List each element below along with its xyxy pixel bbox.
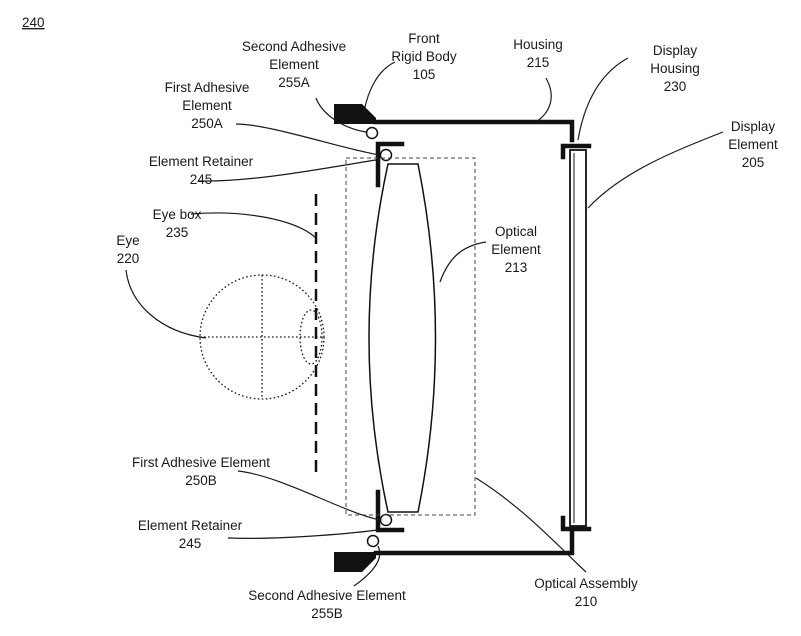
second-adhesive-element-255a bbox=[365, 126, 379, 140]
label-line: 230 bbox=[664, 79, 687, 94]
label-second-adhesive-255b: Second Adhesive Element 255B bbox=[248, 588, 406, 621]
leader-second-adhesive-255b bbox=[353, 545, 381, 587]
display-housing-top bbox=[560, 143, 592, 160]
label-line: 105 bbox=[413, 67, 436, 82]
second-adhesive-element-255b bbox=[366, 534, 380, 548]
label-display-element: Display Element 205 bbox=[728, 119, 778, 170]
label-line: 220 bbox=[117, 251, 140, 266]
label-second-adhesive-255a: Second Adhesive Element 255A bbox=[242, 39, 346, 90]
first-adhesive-element-250a bbox=[379, 148, 393, 162]
element-retainer-top bbox=[375, 141, 405, 188]
leader-eye-box bbox=[190, 212, 317, 239]
leader-display-element bbox=[587, 131, 724, 209]
eye-drawing bbox=[199, 274, 325, 400]
label-front-rigid-body: Front Rigid Body 105 bbox=[391, 31, 457, 82]
leader-optical-assembly bbox=[475, 477, 587, 573]
label-line: Element bbox=[728, 137, 778, 152]
leader-front-rigid-body bbox=[363, 61, 396, 113]
label-line: Element Retainer bbox=[138, 518, 243, 533]
label-line: Housing bbox=[650, 61, 700, 76]
label-line: Rigid Body bbox=[391, 49, 457, 64]
label-eye-box: Eye box 235 bbox=[153, 207, 202, 240]
label-line: 210 bbox=[575, 594, 598, 609]
label-first-adhesive-250a: First Adhesive Element 250A bbox=[165, 80, 250, 131]
label-eye: Eye 220 bbox=[116, 233, 139, 266]
label-line: 215 bbox=[527, 55, 550, 70]
label-element-retainer-top: Element Retainer 245 bbox=[149, 154, 254, 187]
leader-second-adhesive-255a bbox=[315, 97, 367, 133]
label-line: Element bbox=[269, 57, 319, 72]
leader-optical-element bbox=[439, 241, 487, 283]
first-adhesive-element-250b bbox=[379, 513, 393, 527]
eye-lens bbox=[299, 309, 323, 365]
housing-bottom bbox=[373, 530, 575, 556]
label-line: Optical bbox=[495, 224, 537, 239]
figure-number: 240 bbox=[22, 15, 45, 30]
label-line: Display bbox=[731, 119, 776, 134]
label-line: 245 bbox=[179, 536, 202, 551]
leader-element-retainer-bottom bbox=[227, 529, 379, 539]
label-line: 213 bbox=[505, 260, 528, 275]
optical-element-lens bbox=[368, 163, 437, 513]
label-line: Housing bbox=[513, 37, 563, 52]
label-line: First Adhesive Element bbox=[132, 455, 270, 470]
label-line: 250B bbox=[185, 473, 217, 488]
leader-first-adhesive-250a bbox=[235, 123, 381, 156]
front-rigid-body-bottom bbox=[334, 552, 376, 572]
label-line: Optical Assembly bbox=[534, 576, 638, 591]
display-element bbox=[569, 149, 587, 527]
label-first-adhesive-250b: First Adhesive Element 250B bbox=[132, 455, 270, 488]
label-optical-assembly: Optical Assembly 210 bbox=[534, 576, 638, 609]
leader-first-adhesive-250b bbox=[237, 470, 381, 521]
label-line: 255B bbox=[311, 606, 343, 621]
leader-housing bbox=[535, 77, 552, 123]
leader-element-retainer-top bbox=[197, 159, 377, 182]
label-line: 235 bbox=[166, 225, 189, 240]
label-line: 205 bbox=[742, 155, 765, 170]
label-line: First Adhesive bbox=[165, 80, 250, 95]
label-line: 250A bbox=[191, 116, 223, 131]
label-line: Front bbox=[408, 31, 440, 46]
label-line: Element bbox=[182, 98, 232, 113]
label-line: Eye box bbox=[153, 207, 202, 222]
label-display-housing: Display Housing 230 bbox=[650, 43, 700, 94]
eyeball bbox=[199, 274, 325, 400]
label-line: Second Adhesive Element bbox=[248, 588, 406, 603]
label-element-retainer-bottom: Element Retainer 245 bbox=[138, 518, 243, 551]
label-line: Element Retainer bbox=[149, 154, 254, 169]
front-rigid-body-top bbox=[334, 104, 376, 124]
display-housing-bottom bbox=[560, 515, 592, 532]
label-line: Second Adhesive bbox=[242, 39, 346, 54]
leader-display-housing bbox=[577, 57, 629, 141]
optical-assembly-box bbox=[345, 157, 476, 516]
label-line: Element bbox=[491, 242, 541, 257]
label-optical-element: Optical Element 213 bbox=[491, 224, 541, 275]
label-line: Display bbox=[653, 43, 698, 58]
label-housing: Housing 215 bbox=[513, 37, 563, 70]
leader-eye bbox=[125, 269, 207, 339]
housing-top bbox=[373, 119, 575, 143]
label-line: Eye bbox=[116, 233, 139, 248]
label-line: 245 bbox=[190, 172, 213, 187]
label-line: 255A bbox=[278, 75, 310, 90]
